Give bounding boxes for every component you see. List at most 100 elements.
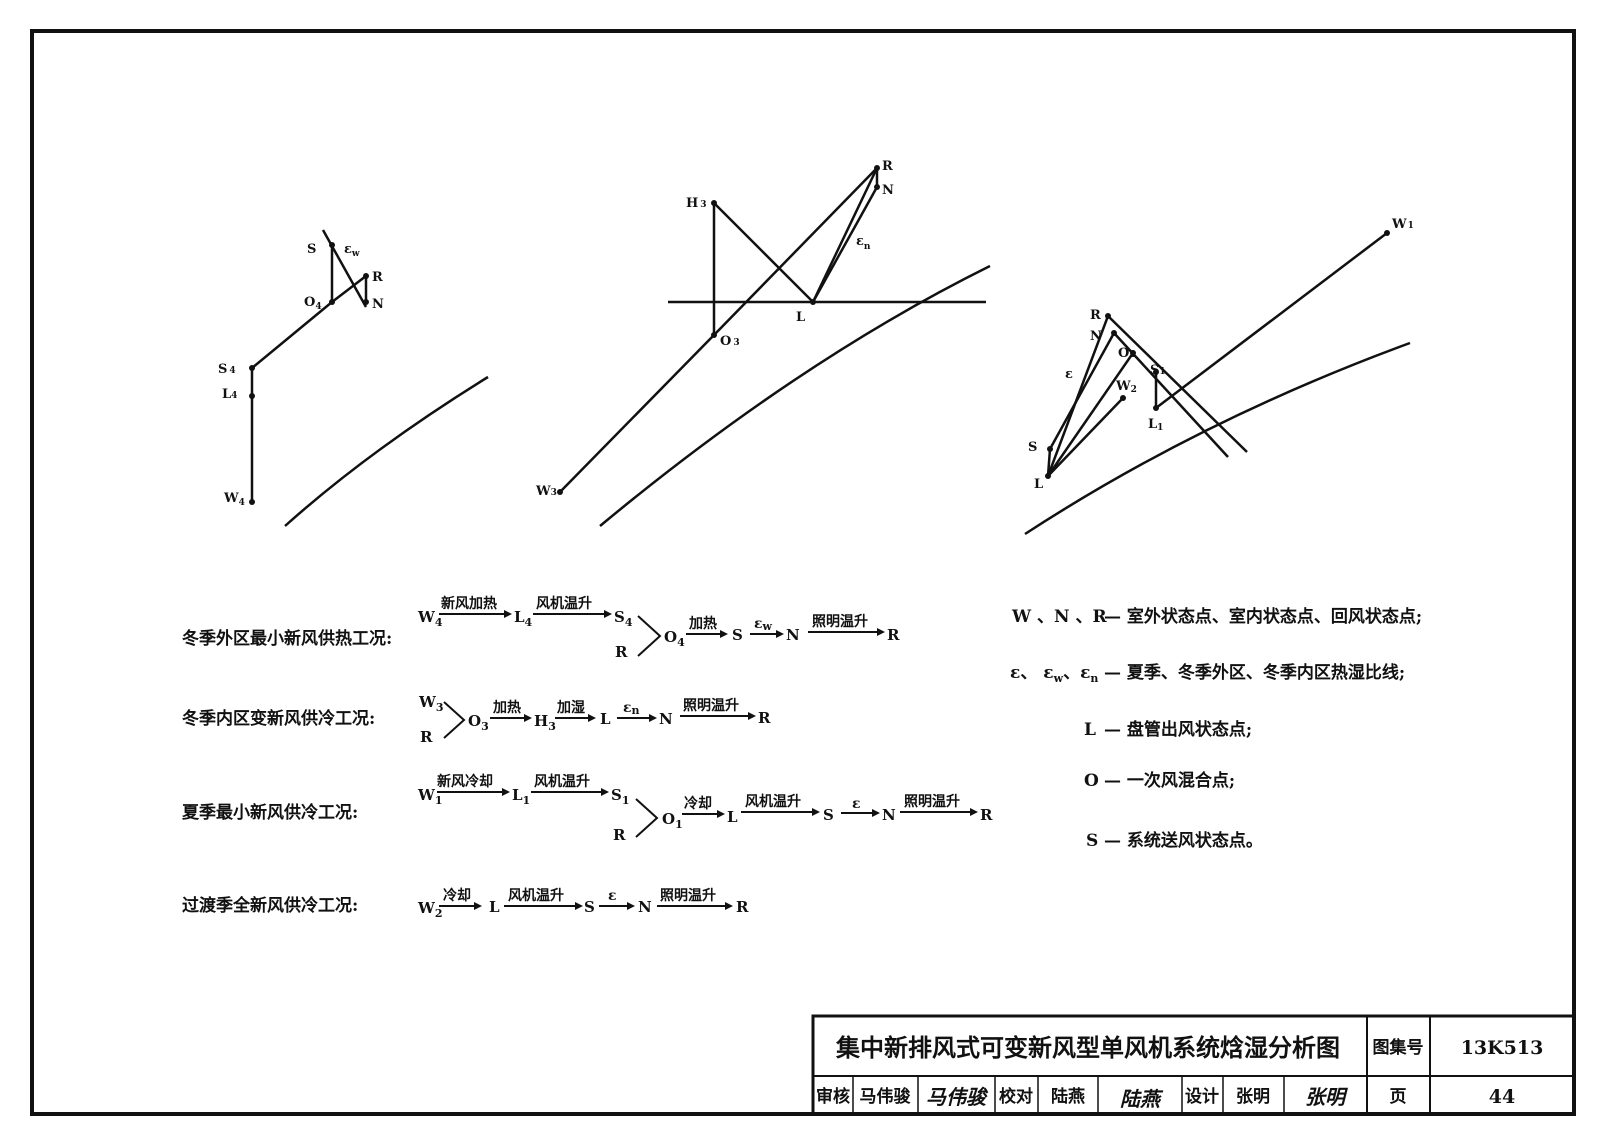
legend-text-o: — 一次风混合点; [1104, 770, 1235, 791]
saturation-curve-1 [284, 375, 489, 527]
process-caption-transition: 过渡季全新风供冷工况: [182, 895, 358, 916]
designer-name: 张明 [1236, 1087, 1270, 1107]
point-w2 [1120, 395, 1126, 401]
arrow-label-fan-heat: 风机温升 [745, 793, 801, 810]
point-s [329, 242, 335, 248]
diagram-winter-exterior [250, 229, 489, 527]
mix-bracket [635, 798, 659, 838]
node-o4: O4 [664, 628, 685, 649]
point-n [874, 184, 880, 190]
point-s4 [249, 365, 255, 371]
atlas-number-label: 图集号 [1373, 1037, 1424, 1058]
node-l: L [600, 710, 611, 728]
line-l-w2 [1047, 397, 1124, 477]
point-l4 [249, 393, 255, 399]
line-o3-r [713, 167, 878, 336]
point-o3 [711, 332, 717, 338]
label-s: S [1028, 440, 1037, 455]
line-h3-l [713, 202, 814, 303]
arrow-label-heat: 加热 [492, 699, 521, 716]
arrow-head [877, 628, 885, 636]
designer-signature: 张明 [1305, 1085, 1349, 1109]
check-label: 校对 [999, 1086, 1033, 1107]
label-l: L [1034, 477, 1043, 492]
line-l-n [811, 186, 879, 303]
node-s1: S1 [611, 786, 630, 807]
arrow-head [474, 902, 482, 910]
label-eps-w: εw [344, 242, 360, 259]
review-label: 审核 [816, 1086, 850, 1107]
arrow-head [575, 902, 583, 910]
arrow-head [504, 610, 512, 618]
line-s-n [1048, 332, 1116, 450]
arrow-label-heat: 加热 [688, 615, 717, 632]
node-s: S [584, 898, 595, 916]
arrow-head [604, 610, 612, 618]
node-s: S [732, 626, 743, 644]
line-l1-w1 [1155, 232, 1388, 409]
legend-text-wnr: — 室外状态点、室内状态点、回风状态点; [1104, 606, 1422, 627]
node-n: N [882, 806, 896, 824]
design-label: 设计 [1185, 1086, 1219, 1107]
arrow-head [524, 714, 532, 722]
node-r: R [420, 728, 433, 746]
arrow-label-fan-heat: 风机温升 [508, 887, 564, 904]
point-l [1045, 473, 1051, 479]
mix-bracket [637, 615, 662, 657]
label-w4: W4 [223, 491, 245, 508]
point-s [1047, 446, 1053, 452]
label-w2: W2 [1115, 379, 1137, 395]
arrow-label-eps-w: εw [754, 616, 773, 633]
node-l: L [489, 898, 500, 916]
line-r-hum-1 [1107, 315, 1248, 453]
title-block-frame [811, 1014, 1576, 1116]
node-n: N [786, 626, 800, 644]
diagram-summer [1024, 232, 1411, 536]
arrow-head [649, 714, 657, 722]
node-w1: W1 [417, 786, 443, 807]
mix-bracket [443, 701, 466, 739]
label-o1: O1 [1118, 346, 1136, 361]
arrow-label-fresh-heat: 新风加热 [441, 595, 497, 612]
label-n: N [882, 183, 894, 198]
atlas-number: 13K513 [1461, 1037, 1544, 1059]
line-l-r [811, 167, 879, 303]
process-caption-winter-exterior: 冬季外区最小新风供热工况: [182, 628, 392, 649]
arrow-head [970, 808, 978, 816]
sheet-border [30, 29, 1576, 1116]
arrow-label-lighting-heat: 照明温升 [660, 887, 716, 904]
label-r: R [882, 159, 893, 174]
arrow-head [720, 630, 728, 638]
process-caption-summer: 夏季最小新风供冷工况: [182, 802, 358, 823]
node-l4: L4 [514, 608, 533, 629]
arrow-label-fan-heat: 风机温升 [534, 773, 590, 790]
node-h3: H3 [534, 712, 556, 733]
node-o1: O1 [662, 810, 683, 831]
node-w3: W3 [418, 693, 444, 714]
label-w3: W3 [535, 484, 557, 499]
legend-text-s: — 系统送风状态点。 [1104, 830, 1263, 851]
reviewer-name: 马伟骏 [860, 1086, 912, 1107]
label-l: L [796, 310, 805, 325]
checker-signature: 陆燕 [1120, 1087, 1164, 1111]
line-o4-r [331, 275, 367, 303]
label-l4: L4 [222, 387, 237, 402]
point-n [363, 299, 369, 305]
arrow-head [812, 808, 820, 816]
label-r: R [1090, 308, 1101, 323]
line-s4-o4 [251, 301, 333, 369]
arrow-head [748, 712, 756, 720]
node-l: L [727, 808, 738, 826]
diagram-summer-points [1045, 230, 1390, 479]
process-caption-winter-interior: 冬季内区变新风供冷工况: [182, 708, 375, 729]
label-s1: S1 [1150, 363, 1166, 378]
arrow-label-cool: 冷却 [684, 795, 712, 812]
point-o4 [329, 299, 335, 305]
arrow-label-eps-n: εn [623, 700, 640, 717]
arrow-label-eps: ε [852, 796, 861, 812]
diagram-winter-exterior-points [249, 242, 369, 505]
label-l1: L1 [1148, 417, 1163, 433]
